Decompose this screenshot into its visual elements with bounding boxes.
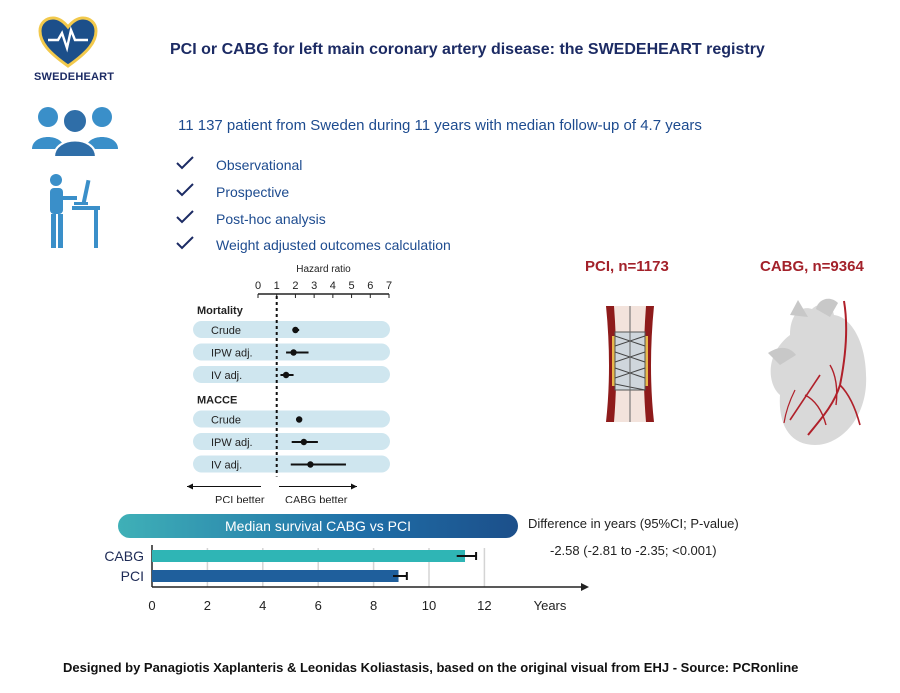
stent-illustration bbox=[600, 306, 660, 422]
row-band bbox=[193, 410, 390, 428]
left-direction-label: PCI better bbox=[215, 495, 265, 504]
x-tick-label: 5 bbox=[349, 280, 355, 292]
page-title: PCI or CABG for left main coronary arter… bbox=[170, 41, 765, 58]
checklist-item: Post-hoc analysis bbox=[176, 208, 326, 230]
x-tick-label: 6 bbox=[367, 280, 373, 292]
group-label: MACCE bbox=[197, 395, 237, 407]
point-estimate bbox=[300, 438, 308, 446]
checklist-item: Prospective bbox=[176, 181, 289, 203]
x-tick-label: 6 bbox=[315, 598, 322, 613]
point-estimate bbox=[292, 326, 299, 334]
x-tick-label: 12 bbox=[477, 598, 491, 613]
checklist-label: Weight adjusted outcomes calculation bbox=[216, 237, 451, 253]
row-band bbox=[193, 433, 390, 450]
x-axis-title: Hazard ratio bbox=[296, 264, 351, 275]
x-tick-label: 0 bbox=[148, 598, 155, 613]
x-tick-label: 7 bbox=[386, 280, 392, 292]
researcher-icon bbox=[44, 172, 102, 250]
heart-illustration bbox=[760, 295, 875, 450]
survival-banner: Median survival CABG vs PCI bbox=[118, 514, 518, 538]
survival-bar-chart: CABG PCI 0 2 4 6 8 10 12 Years bbox=[104, 545, 589, 613]
checklist-item: Observational bbox=[176, 154, 302, 176]
arrow-left-head bbox=[187, 483, 193, 490]
difference-title: Difference in years (95%CI; P-value) bbox=[528, 516, 739, 531]
row-label: IPW adj. bbox=[211, 348, 253, 360]
x-axis-title: Years bbox=[534, 598, 567, 613]
point-estimate bbox=[282, 371, 290, 379]
heart-icon bbox=[768, 298, 867, 445]
patients-icon bbox=[30, 103, 120, 158]
right-direction-label: CABG better bbox=[285, 495, 348, 504]
footer-credit: Designed by Panagiotis Xaplanteris & Leo… bbox=[63, 660, 799, 675]
checklist-label: Observational bbox=[216, 157, 303, 173]
point-estimate bbox=[290, 349, 297, 356]
point-estimate bbox=[295, 416, 303, 423]
pci-label: PCI, n=1173 bbox=[585, 258, 669, 275]
stent-icon bbox=[606, 306, 654, 422]
row-label: IV adj. bbox=[211, 460, 242, 472]
arrow-right-head bbox=[351, 483, 357, 490]
survival-title: Median survival CABG vs PCI bbox=[225, 518, 411, 534]
row-label: IPW adj. bbox=[211, 437, 253, 449]
bar bbox=[152, 570, 399, 582]
x-tick-label: 4 bbox=[259, 598, 266, 613]
checklist-item: Weight adjusted outcomes calculation bbox=[176, 234, 451, 256]
x-tick-label: 10 bbox=[422, 598, 436, 613]
row-label: IV adj. bbox=[211, 370, 242, 382]
checkmark-icon bbox=[176, 235, 194, 255]
x-tick-label: 3 bbox=[311, 280, 317, 292]
x-tick-label: 1 bbox=[274, 280, 280, 292]
category-label: PCI bbox=[121, 568, 144, 584]
x-tick-label: 2 bbox=[204, 598, 211, 613]
checkmark-icon bbox=[176, 182, 194, 202]
category-label: CABG bbox=[104, 548, 144, 564]
checklist-label: Post-hoc analysis bbox=[216, 211, 326, 227]
row-label: Crude bbox=[211, 325, 241, 337]
difference-value: -2.58 (-2.81 to -2.35; <0.001) bbox=[550, 543, 717, 558]
checkmark-icon bbox=[176, 209, 194, 229]
x-tick-label: 0 bbox=[255, 280, 261, 292]
cabg-label: CABG, n=9364 bbox=[760, 258, 864, 275]
row-band bbox=[193, 321, 390, 338]
group-label: Mortality bbox=[197, 305, 244, 317]
row-label: Crude bbox=[211, 415, 241, 427]
x-tick-label: 2 bbox=[292, 280, 298, 292]
x-tick-label: 4 bbox=[330, 280, 336, 292]
logo-text: SWEDEHEART bbox=[34, 71, 115, 83]
study-summary: 11 137 patient from Sweden during 11 yea… bbox=[178, 117, 702, 134]
x-axis-arrow bbox=[581, 583, 589, 591]
checklist-label: Prospective bbox=[216, 184, 290, 200]
point-estimate bbox=[307, 461, 314, 468]
bar bbox=[152, 550, 466, 562]
checkmark-icon bbox=[176, 155, 194, 175]
heart-logo-icon bbox=[38, 16, 98, 68]
swedeheart-logo bbox=[38, 16, 98, 70]
x-tick-label: 8 bbox=[370, 598, 377, 613]
